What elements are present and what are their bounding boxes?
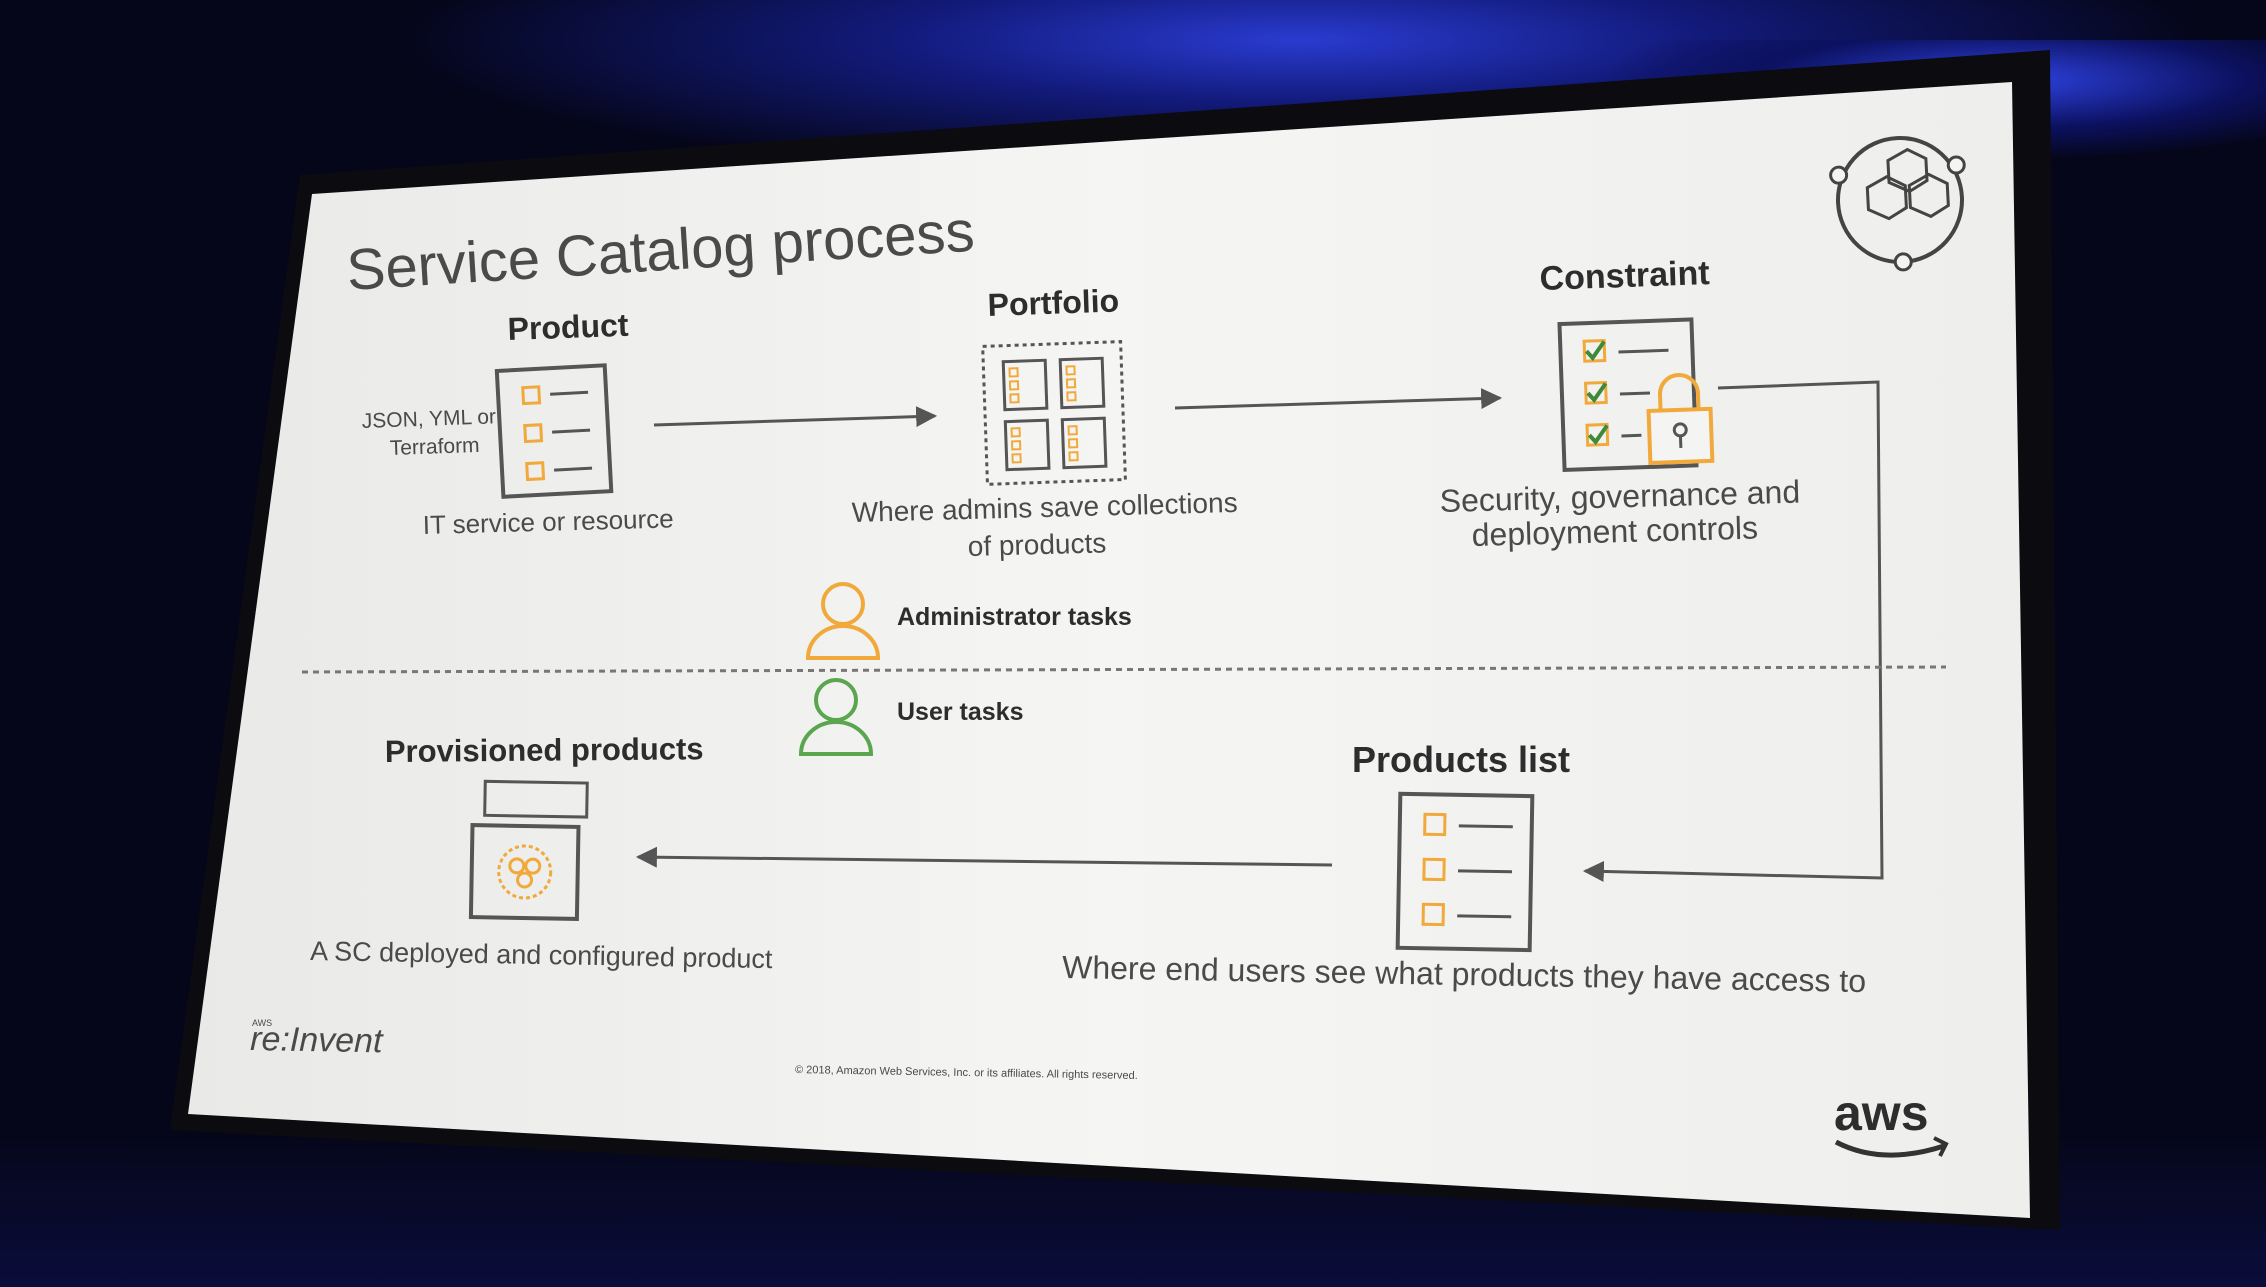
- portfolio-heading: Portfolio: [987, 282, 1120, 323]
- portfolio-caption-line2: of products: [967, 527, 1106, 562]
- product-document-icon: [494, 363, 614, 499]
- arrow-constraint-to-products-list: [1582, 380, 1884, 882]
- products-list-icon: [1395, 791, 1535, 953]
- legend-user-label: User tasks: [897, 698, 1023, 726]
- product-caption: IT service or resource: [422, 503, 674, 540]
- end-user-icon: [798, 678, 874, 756]
- copyright: © 2018, Amazon Web Services, Inc. or its…: [795, 1064, 1138, 1082]
- service-catalog-cubes-icon: [1829, 136, 1966, 272]
- product-formats-line1: JSON, YML or: [361, 405, 496, 433]
- aws-smile-logo: [1834, 1139, 1945, 1158]
- event-logo: re:Invent: [250, 1020, 384, 1060]
- portfolio-grid-icon: [981, 340, 1127, 486]
- provisioned-heading: Provisioned products: [385, 731, 704, 769]
- arrow-product-to-portfolio: [653, 406, 938, 428]
- constraint-caption-line2: deployment controls: [1471, 510, 1758, 553]
- constraint-heading: Constraint: [1539, 254, 1710, 298]
- arrow-portfolio-to-constraint: [1174, 388, 1503, 410]
- provisioned-product-icon: [468, 779, 589, 921]
- legend-admin-label: Administrator tasks: [897, 603, 1132, 631]
- constraint-checklist-lock-icon: [1557, 317, 1715, 473]
- aws-brand-text: aws: [1834, 1085, 1929, 1141]
- products-list-heading: Products list: [1352, 739, 1570, 780]
- product-formats-line2: Terraform: [389, 434, 480, 460]
- aws-smile-arrowhead: [1933, 1136, 1949, 1157]
- product-heading: Product: [507, 307, 629, 347]
- administrator-user-icon: [805, 582, 881, 660]
- arrow-products-list-to-provisioned: [635, 846, 1333, 868]
- event-logo-small: AWS: [252, 1018, 272, 1028]
- slide-surface: [188, 82, 2030, 1218]
